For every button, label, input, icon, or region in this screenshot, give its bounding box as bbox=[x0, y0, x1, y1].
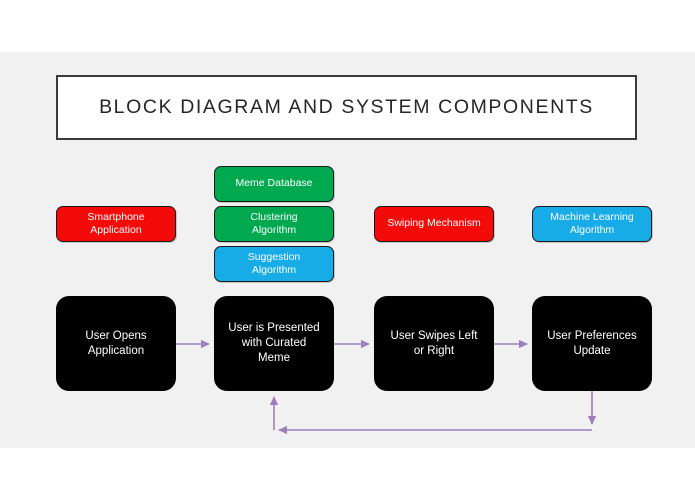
page-title: BLOCK DIAGRAM AND SYSTEM COMPONENTS bbox=[99, 96, 594, 118]
component-label: Clustering Algorithm bbox=[250, 210, 298, 237]
component-label: Smartphone Application bbox=[87, 210, 145, 237]
component-box-smartphone-application[interactable]: Smartphone Application bbox=[56, 206, 176, 242]
process-box-user-is-presented-with-curated-meme[interactable]: User is Presented with Curated Meme bbox=[214, 296, 334, 391]
component-label: Suggestion Algorithm bbox=[247, 250, 301, 277]
component-box-swiping-mechanism[interactable]: Swiping Mechanism bbox=[374, 206, 494, 242]
process-box-user-preferences-update[interactable]: User Preferences Update bbox=[532, 296, 652, 391]
component-label: Meme Database bbox=[235, 177, 313, 190]
component-label: Swiping Mechanism bbox=[387, 217, 481, 230]
process-label: User Swipes Left or Right bbox=[390, 329, 478, 357]
title-box: BLOCK DIAGRAM AND SYSTEM COMPONENTS bbox=[56, 75, 637, 140]
component-box-machine-learning-algorithm[interactable]: Machine Learning Algorithm bbox=[532, 206, 652, 242]
process-box-user-opens-application[interactable]: User Opens Application bbox=[56, 296, 176, 391]
process-label: User Preferences Update bbox=[547, 329, 637, 357]
component-box-suggestion-algorithm[interactable]: Suggestion Algorithm bbox=[214, 246, 334, 282]
component-label: Machine Learning Algorithm bbox=[550, 210, 634, 237]
process-label: User Opens Application bbox=[85, 329, 147, 357]
process-box-user-swipes-left-or-right[interactable]: User Swipes Left or Right bbox=[374, 296, 494, 391]
component-box-meme-database[interactable]: Meme Database bbox=[214, 166, 334, 202]
process-label: User is Presented with Curated Meme bbox=[228, 322, 320, 364]
component-box-clustering-algorithm[interactable]: Clustering Algorithm bbox=[214, 206, 334, 242]
